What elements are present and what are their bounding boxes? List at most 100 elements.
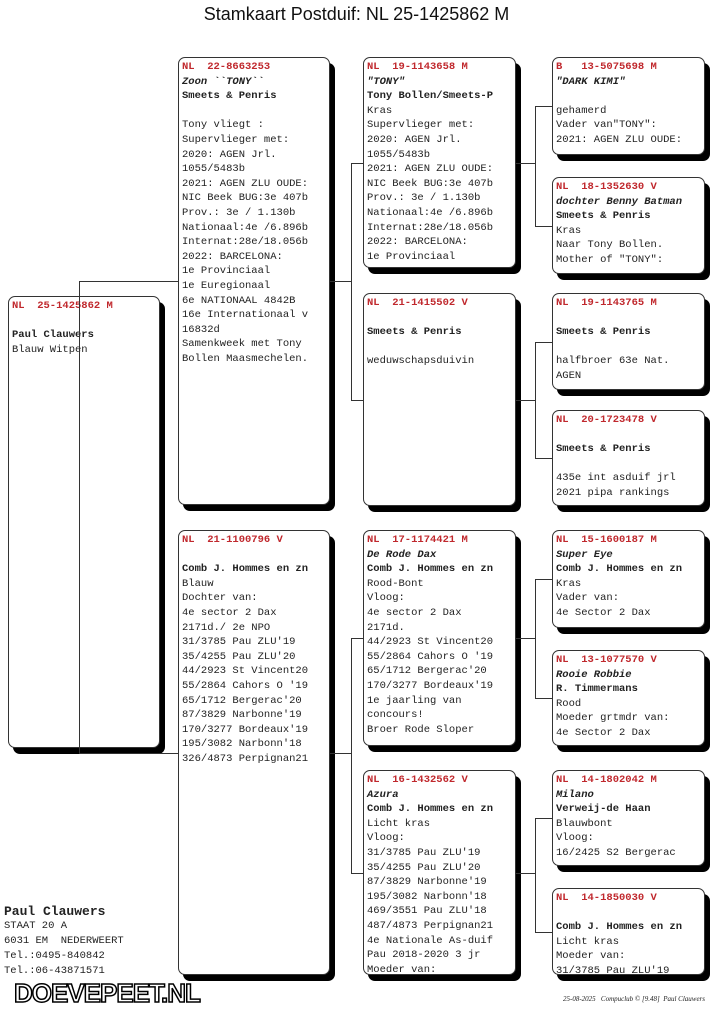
info-line: Rood-Bont [367, 577, 424, 590]
info-line: 35/4255 Pau ZLU'20 [182, 650, 296, 663]
info-line: 435e int asduif jrl [556, 472, 676, 485]
info-line: concours! [367, 709, 424, 722]
info-line: Prov.: 3e / 1.130b [367, 192, 481, 205]
info-line: 65/1712 Bergerac'20 [182, 694, 302, 707]
breeder: Comb J. Hommes en zn [182, 563, 309, 576]
connector-line [516, 638, 535, 639]
pigeon-card[interactable]: NL 19-1143658 M"TONY"Tony Bollen/Smeets-… [363, 57, 516, 268]
connector-line [535, 931, 552, 933]
info-line: 44/2923 St Vincent20 [367, 636, 494, 649]
pigeon-name [182, 548, 326, 563]
pigeon-name: Super Eye [556, 548, 613, 561]
info-line: 170/3277 Bordeaux'19 [182, 723, 309, 736]
connector-line [516, 399, 535, 401]
connector-line [79, 752, 178, 754]
info-line: 44/2923 St Vincent20 [182, 665, 309, 678]
info-line: Supervlieger met: [182, 133, 290, 146]
pigeon-card[interactable]: NL 20-1723478 V Smeets & Penris 435e int… [552, 410, 705, 506]
info-line: 2022: BARCELONA: [367, 236, 468, 249]
connector-line [535, 579, 536, 698]
connector-line [535, 106, 536, 226]
info-line: 4e sector 2 Dax [182, 606, 277, 619]
info-line [556, 340, 701, 355]
info-line: Vader van"TONY": [556, 119, 657, 132]
info-line: 2020: AGEN Jrl. [367, 133, 462, 146]
info-line: 1e Provinciaal [182, 265, 271, 278]
info-line: 35/4255 Pau ZLU'20 [367, 861, 481, 874]
breeder: Comb J. Hommes en zn [556, 921, 683, 934]
ring-number: NL 21-1415502 V [367, 297, 468, 309]
breeder: Smeets & Penris [556, 326, 651, 339]
info-line: gehamerd [556, 104, 607, 117]
ring-number: NL 19-1143658 M [367, 61, 468, 73]
connector-line [535, 818, 536, 932]
info-line: 55/2864 Cahors O '19 [367, 650, 494, 663]
footer-text: 25-08-2025 Compuclub © [9.48] Paul Clauw… [562, 995, 705, 1003]
breeder: Tony Bollen/Smeets-P [367, 90, 494, 103]
info-line: 2020: AGEN Jrl. [182, 148, 277, 161]
info-line: 31/3785 Pau ZLU'19 [182, 636, 296, 649]
ring-number: NL 18-1352630 V [556, 181, 657, 193]
info-line: AGEN [556, 369, 582, 382]
info-line: 4e Sector 2 Dax [556, 606, 651, 619]
ring-number: NL 13-1077570 V [556, 654, 657, 666]
info-line: Vloog: [367, 592, 405, 605]
info-line: Licht kras [556, 935, 620, 948]
pigeon-card[interactable]: NL 13-1077570 V Rooie Robbie R. Timmermans… [552, 650, 705, 746]
info-line: Tony vliegt : [182, 119, 264, 132]
pigeon-name: Rooie Robbie [556, 668, 632, 681]
info-line: 65/1712 Bergerac'20 [367, 665, 487, 678]
info-line: 2171d. [367, 621, 405, 634]
info-line: 195/3082 Narbonn'18 [367, 890, 487, 903]
pigeon-name [556, 428, 701, 443]
connector-line [535, 225, 552, 227]
connector-line [535, 698, 552, 699]
info-line: 1055/5483b [367, 148, 431, 161]
pigeon-card[interactable]: NL 21-1415502 V Smeets & Penris weduwsch… [363, 293, 516, 506]
info-line: Blauwbont [556, 817, 613, 830]
info-line: Bollen Maasmechelen. [182, 352, 309, 365]
info-line: 4e Sector 2 Dax [556, 726, 651, 739]
info-line: 16/2425 S2 Bergerac [556, 846, 676, 859]
info-line: Mother of "TONY": [556, 253, 664, 266]
owner-line: 6031 EM NEDERWEERT [4, 935, 124, 947]
info-line: 87/3829 Narbonne'19 [367, 876, 487, 889]
ring-number: NL 15-1600187 M [556, 534, 657, 546]
info-line: Naar Tony Bollen. [556, 239, 664, 252]
info-line: Blauw [182, 577, 214, 590]
info-line: 1e Provinciaal [367, 250, 456, 263]
pigeon-card[interactable]: NL 19-1143765 M Smeets & Penris halfbroe… [552, 293, 705, 390]
info-line: Moeder grtmdr van: [556, 712, 670, 725]
ring-number: NL 14-1850030 V [556, 892, 657, 904]
info-line: 2021: AGEN ZLU OUDE: [556, 133, 683, 146]
info-line: 87/3829 Narbonne'19 [182, 709, 302, 722]
pigeon-name: "DARK KIMI" [556, 75, 626, 88]
info-line: 2171d./ 2e NPO [182, 621, 271, 634]
info-line: Pau 2018-2020 3 jr [367, 949, 481, 962]
breeder: R. Timmermans [556, 683, 638, 696]
connector-line [351, 399, 363, 401]
ring-number: NL 17-1174421 M [367, 534, 468, 546]
info-line: Supervlieger met: [367, 119, 475, 132]
info-line: 31/3785 Pau ZLU'19 [367, 846, 481, 859]
connector-line [351, 638, 363, 639]
info-line: 2021: AGEN ZLU OUDE: [182, 177, 309, 190]
info-line: Prov.: 3e / 1.130b [182, 206, 296, 219]
connector-line [330, 281, 351, 282]
connector-line [535, 818, 552, 819]
info-line: 1e Euregionaal [182, 279, 271, 292]
connector-line [351, 162, 363, 164]
ring-number: B 13-5075698 M [556, 61, 657, 73]
info-line [556, 457, 701, 472]
connector-line [330, 752, 351, 754]
